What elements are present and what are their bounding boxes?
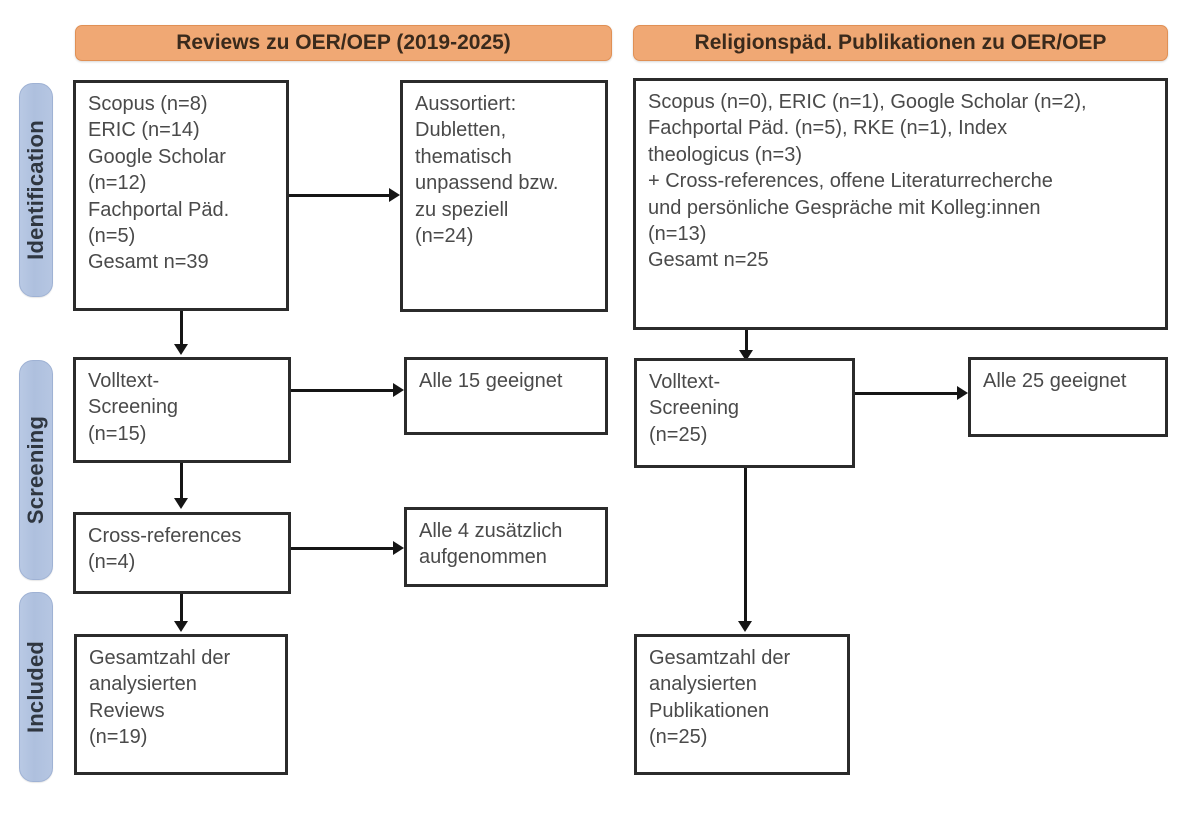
arrowhead-right-screening-to-included: [738, 621, 752, 632]
box-left-fulltext-screening-text: Volltext- Screening (n=15): [88, 370, 179, 445]
box-left-fulltext-result: Alle 15 geeignet: [404, 357, 608, 435]
phase-pill-screening: Screening: [19, 360, 53, 580]
connector-left-screening-to-result: [291, 389, 393, 392]
connector-left-sources-to-excluded: [289, 194, 389, 197]
box-right-fulltext-result: Alle 25 geeignet: [968, 357, 1168, 437]
connector-left-crossrefs-to-included: [180, 594, 183, 623]
column-header-publications-label: Religionspäd. Publikationen zu OER/OEP: [694, 31, 1107, 54]
arrowhead-left-crossrefs-to-included: [174, 621, 188, 632]
connector-left-sources-to-screening: [180, 311, 183, 346]
box-right-identification-sources-text: Scopus (n=0), ERIC (n=1), Google Scholar…: [648, 91, 1087, 272]
box-left-excluded-text: Aussortiert: Dubletten, thematisch unpas…: [415, 93, 559, 247]
phase-pill-identification: Identification: [19, 83, 53, 297]
arrowhead-right-screening-to-result: [957, 386, 968, 400]
box-right-included-text: Gesamtzahl der analysierten Publikatione…: [649, 647, 791, 749]
connector-right-sources-to-screening: [745, 330, 748, 352]
phase-pill-included: Included: [19, 592, 53, 782]
phase-label-identification: Identification: [23, 120, 48, 260]
box-left-cross-references-result: Alle 4 zusätzlich aufgenommen: [404, 507, 608, 587]
column-header-reviews: Reviews zu OER/OEP (2019-2025): [75, 25, 612, 61]
arrowhead-left-screening-to-crossrefs: [174, 498, 188, 509]
arrowhead-left-sources-to-screening: [174, 344, 188, 355]
box-left-included: Gesamtzahl der analysierten Reviews (n=1…: [74, 634, 288, 775]
box-right-fulltext-screening-text: Volltext- Screening (n=25): [649, 371, 740, 446]
box-right-fulltext-screening: Volltext- Screening (n=25): [634, 358, 855, 468]
box-left-included-text: Gesamtzahl der analysierten Reviews (n=1…: [89, 647, 231, 749]
arrowhead-right-sources-to-screening: [739, 350, 753, 361]
connector-left-crossrefs-to-result: [291, 547, 393, 550]
column-header-reviews-label: Reviews zu OER/OEP (2019-2025): [176, 31, 511, 54]
arrowhead-left-sources-to-excluded: [389, 188, 400, 202]
arrowhead-left-screening-to-result: [393, 383, 404, 397]
box-left-cross-references-text: Cross-references (n=4): [88, 525, 242, 574]
connector-left-screening-to-crossrefs: [180, 463, 183, 500]
box-left-cross-references-result-text: Alle 4 zusätzlich aufgenommen: [419, 520, 563, 569]
box-left-identification-sources-text: Scopus (n=8) ERIC (n=14) Google Scholar …: [88, 93, 230, 274]
phase-label-included: Included: [23, 640, 48, 734]
box-left-fulltext-result-text: Alle 15 geeignet: [419, 370, 563, 392]
box-left-excluded: Aussortiert: Dubletten, thematisch unpas…: [400, 80, 608, 312]
connector-right-screening-to-result: [855, 392, 957, 395]
arrowhead-left-crossrefs-to-result: [393, 541, 404, 555]
column-header-publications: Religionspäd. Publikationen zu OER/OEP: [633, 25, 1168, 61]
box-left-identification-sources: Scopus (n=8) ERIC (n=14) Google Scholar …: [73, 80, 289, 311]
connector-right-screening-to-included: [744, 468, 747, 623]
box-left-cross-references: Cross-references (n=4): [73, 512, 291, 594]
box-right-identification-sources: Scopus (n=0), ERIC (n=1), Google Scholar…: [633, 78, 1168, 330]
phase-label-screening: Screening: [23, 415, 48, 525]
box-left-fulltext-screening: Volltext- Screening (n=15): [73, 357, 291, 463]
box-right-included: Gesamtzahl der analysierten Publikatione…: [634, 634, 850, 775]
box-right-fulltext-result-text: Alle 25 geeignet: [983, 370, 1127, 392]
